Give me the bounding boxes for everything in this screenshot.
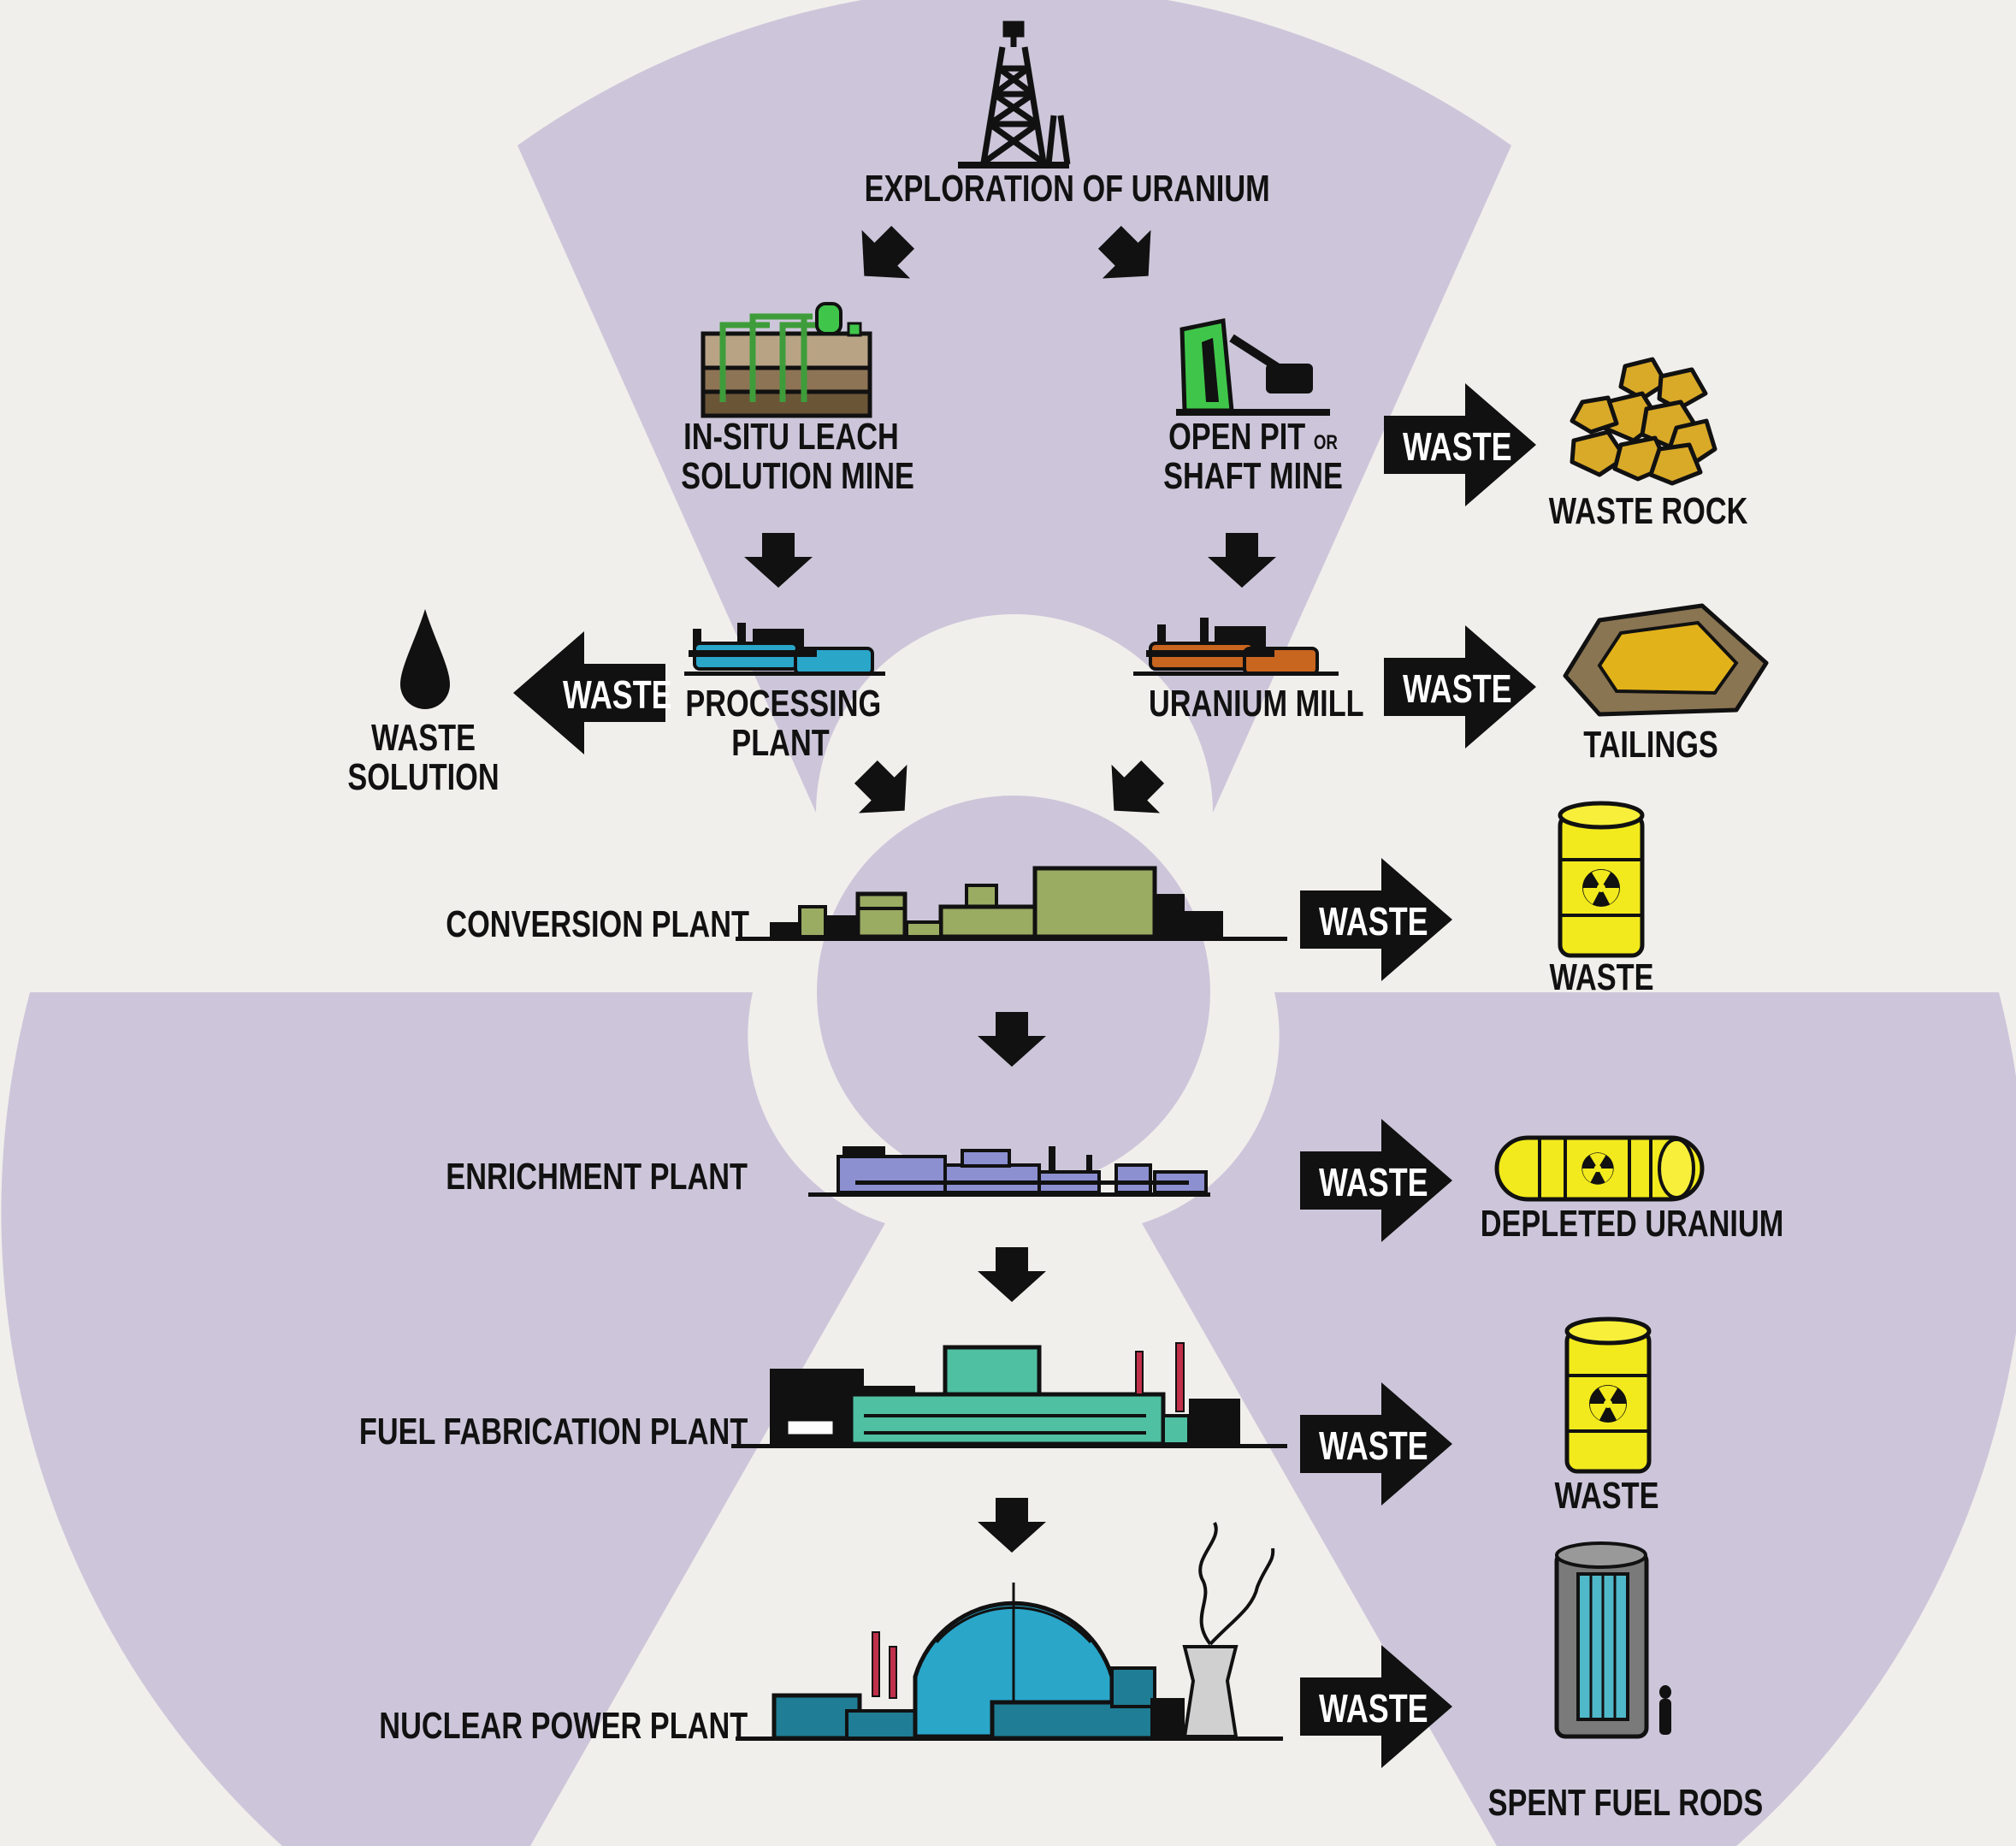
waste-solution-line2: SOLUTION — [347, 756, 500, 799]
depleted-uranium-cylinder-icon — [1494, 1135, 1705, 1202]
step-nuclear-power-label: NUCLEAR POWER PLANT — [379, 1705, 748, 1747]
openpit-line2: SHAFT MINE — [1163, 455, 1343, 498]
conversion-waste-barrel-icon — [1560, 803, 1642, 956]
fuel-fabrication-plant-icon — [731, 1342, 1287, 1448]
processing-line2: PLANT — [731, 722, 830, 765]
enrichment-plant-icon — [808, 1146, 1210, 1197]
spent-fuel-rods-label: SPENT FUEL RODS — [1487, 1782, 1764, 1824]
depleted-uranium-label: DEPLETED URANIUM — [1480, 1203, 1784, 1245]
nuclear-power-plant-icon — [736, 1522, 1283, 1741]
open-pit-mine-icon — [1176, 317, 1330, 416]
waste-arrow-label-fabrication: WASTE — [1318, 1423, 1428, 1468]
waste-solution-line1: WASTE — [370, 717, 476, 759]
openpit-main: OPEN PIT — [1168, 416, 1306, 458]
step-conversion-label: CONVERSION PLANT — [446, 903, 749, 945]
openpit-or: OR — [1313, 431, 1338, 454]
waste-solution-label: WASTE SOLUTION — [346, 717, 500, 799]
processing-plant-icon — [684, 623, 885, 676]
insitu-line2: SOLUTION MINE — [681, 455, 914, 498]
processing-line1: PROCESSING — [685, 683, 882, 725]
waste-rock-label: WASTE ROCK — [1548, 490, 1748, 532]
waste-rock-icon — [1570, 357, 1717, 486]
insitu-line1: IN-SITU LEACH — [683, 416, 899, 458]
step-uranium-mill-label: URANIUM MILL — [1149, 683, 1364, 725]
waste-arrow-label-conversion: WASTE — [1318, 899, 1428, 944]
tailings-label: TAILINGS — [1583, 724, 1718, 766]
uranium-mill-icon — [1133, 618, 1339, 676]
waste-arrow-label-processing: WASTE — [562, 672, 672, 717]
waste-arrow-label-mill: WASTE — [1402, 666, 1512, 711]
tailings-icon — [1563, 603, 1769, 717]
step-exploration-label: EXPLORATION OF URANIUM — [864, 168, 1270, 210]
step-processing-label: PROCESSING PLANT — [685, 683, 882, 765]
openpit-line1: OPEN PIT OR — [1156, 417, 1350, 457]
waste-arrow-label-enrichment: WASTE — [1318, 1160, 1428, 1204]
fabrication-waste-label: WASTE — [1554, 1475, 1659, 1517]
conversion-waste-label: WASTE — [1549, 956, 1654, 998]
arrow-fabrication-to-power — [978, 1498, 1046, 1553]
step-openpit-label: OPEN PIT OR SHAFT MINE — [1156, 417, 1350, 496]
conversion-plant-icon — [736, 866, 1287, 941]
step-insitu-label: IN-SITU LEACH SOLUTION MINE — [681, 416, 914, 498]
fabrication-waste-barrel-icon — [1567, 1319, 1649, 1471]
drilling-derrick-icon — [958, 21, 1071, 169]
step-enrichment-label: ENRICHMENT PLANT — [446, 1156, 748, 1198]
arrow-enrichment-to-fabrication — [978, 1247, 1046, 1302]
insitu-leach-mine-icon — [701, 302, 872, 418]
spent-fuel-cask-icon — [1554, 1541, 1671, 1739]
waste-arrow-label-openpit: WASTE — [1402, 424, 1512, 469]
waste-solution-drop-icon — [400, 609, 450, 709]
waste-arrow-label-power: WASTE — [1318, 1686, 1428, 1731]
step-fuel-fabrication-label: FUEL FABRICATION PLANT — [358, 1411, 748, 1453]
